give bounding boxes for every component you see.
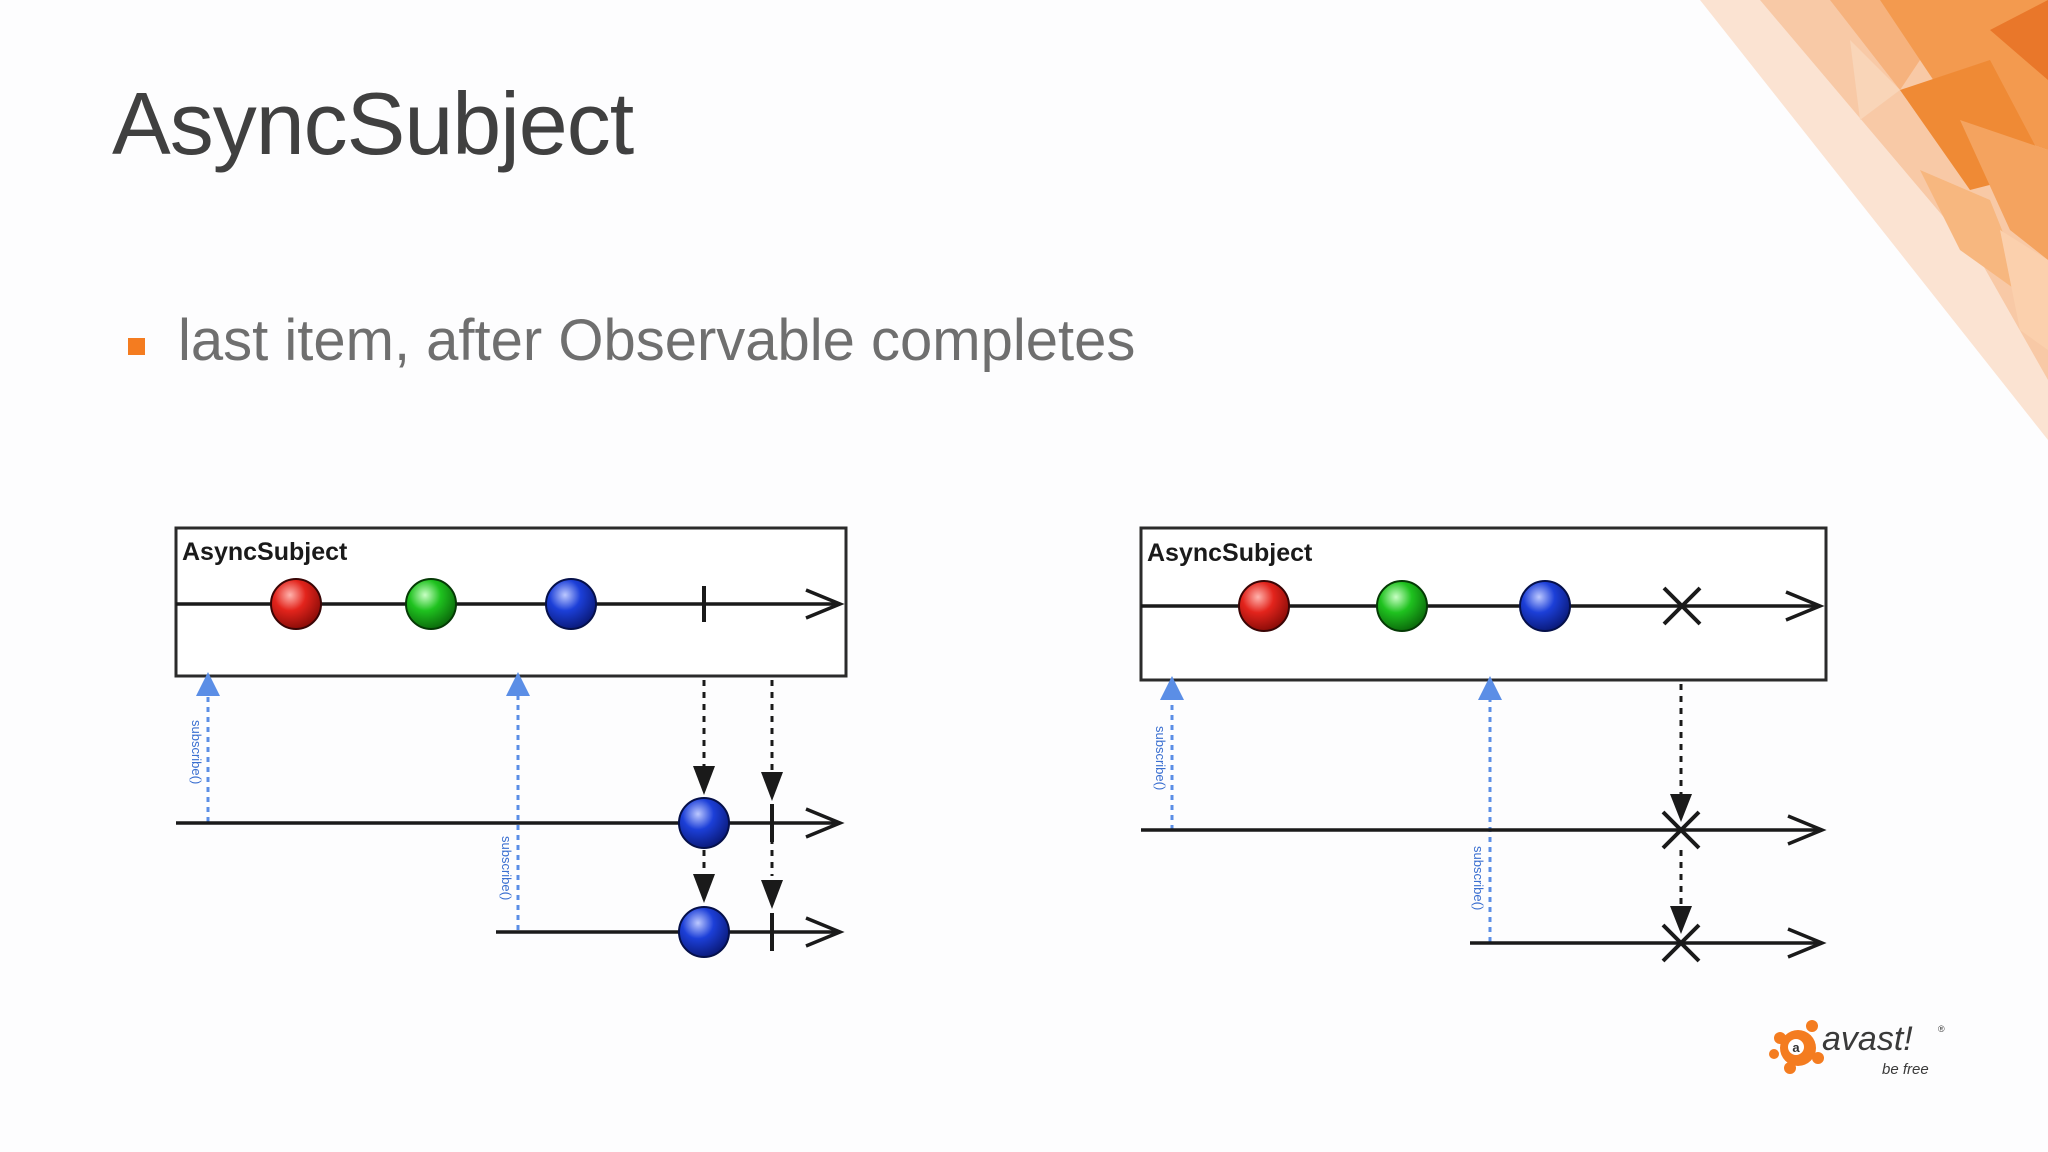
- arrowhead: [1670, 794, 1692, 822]
- marble-red: [1238, 580, 1290, 632]
- subscriber-timeline: [496, 906, 845, 958]
- subscriber-timeline: [1470, 923, 1827, 963]
- subscribe-label: subscribe(): [1153, 726, 1168, 790]
- subscribe-label: subscribe(): [189, 720, 204, 784]
- bullet-marker: [128, 338, 145, 355]
- error-mark: [1661, 810, 1701, 850]
- logo-tagline: be free: [1882, 1061, 1929, 1078]
- subscribe-label: subscribe(): [1471, 846, 1486, 910]
- avast-logo: a avast! ® be free: [1769, 1020, 1945, 1078]
- marble-blue: [678, 906, 730, 958]
- error-mark: [1661, 923, 1701, 963]
- bullet-text: last item, after Observable completes: [178, 308, 1136, 373]
- subscriber-timeline: [1141, 810, 1827, 850]
- marble-blue: [1519, 580, 1571, 632]
- marble-green: [405, 578, 457, 630]
- arrowhead: [693, 874, 715, 903]
- marble-green: [1376, 580, 1428, 632]
- subject-box-label: AsyncSubject: [1147, 539, 1313, 567]
- logo-brand: avast!: [1822, 1020, 1913, 1058]
- subject-box-label: AsyncSubject: [182, 538, 348, 566]
- svg-text:a: a: [1792, 1040, 1800, 1055]
- logo-registered: ®: [1938, 1024, 1945, 1034]
- diagram-left: AsyncSubject subscribe() subscribe(): [174, 526, 848, 958]
- arrowhead: [1670, 906, 1692, 934]
- marble-blue: [678, 797, 730, 849]
- subscriber-timeline: [176, 797, 845, 849]
- marble-red: [270, 578, 322, 630]
- subscribe-label: subscribe(): [499, 836, 514, 900]
- arrowhead: [761, 772, 783, 801]
- slide-title: AsyncSubject: [112, 74, 634, 173]
- arrowhead: [761, 880, 783, 909]
- arrowhead: [693, 766, 715, 795]
- marble-blue: [545, 578, 597, 630]
- error-mark: [1662, 586, 1702, 626]
- diagram-right: AsyncSubject subscribe() subscribe(): [1139, 526, 1828, 963]
- avast-orb-icon: a: [1769, 1020, 1824, 1074]
